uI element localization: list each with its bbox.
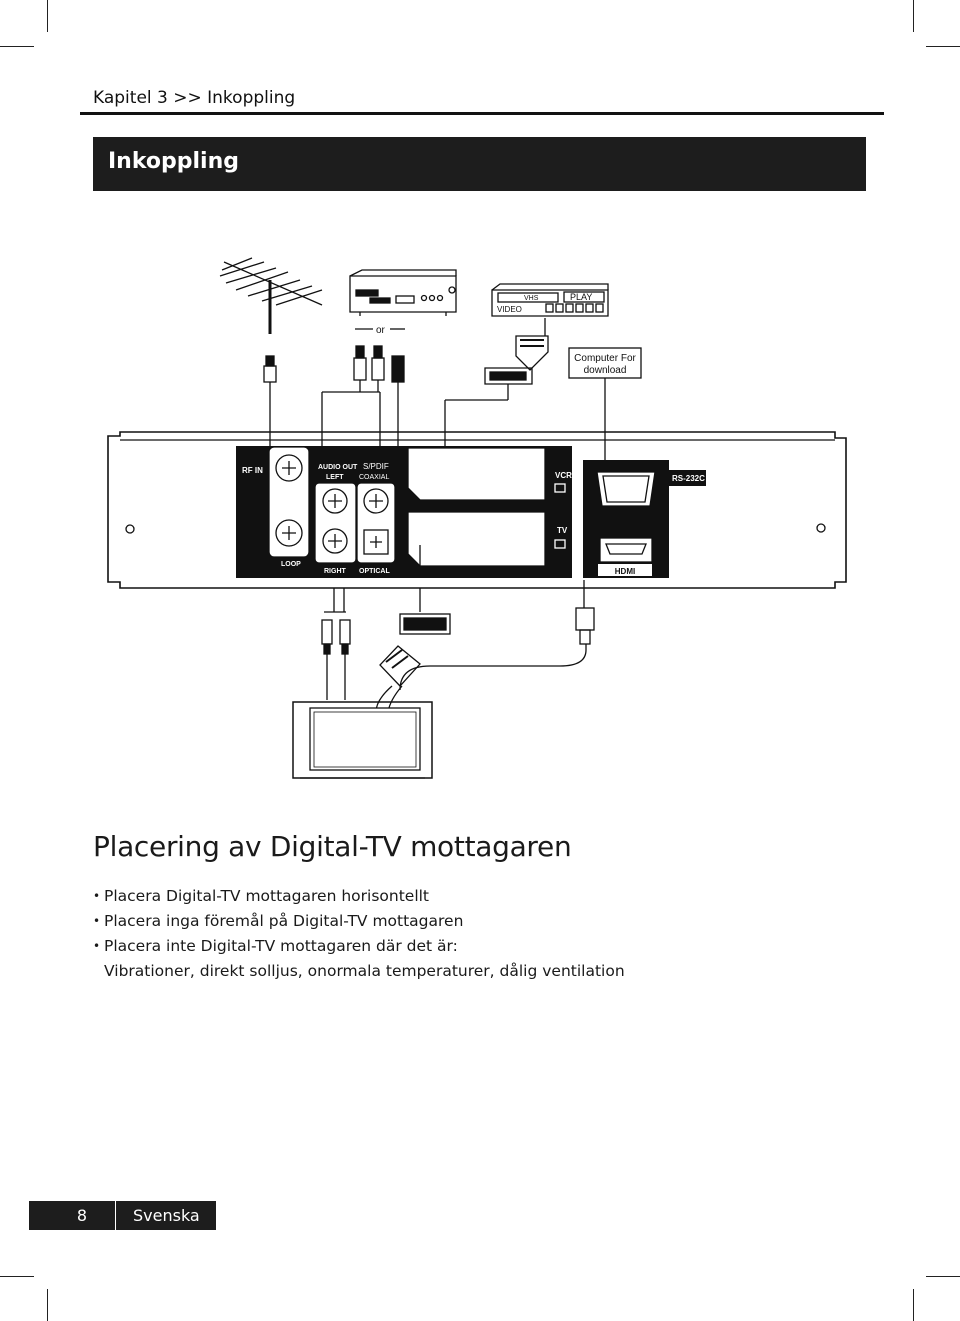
rca-tv-plug <box>321 588 351 700</box>
vcr-brand: VIDEO <box>497 305 522 314</box>
list-item: Placera inte Digital-TV mottagaren där d… <box>93 934 793 984</box>
port-label-vcr: VCR <box>555 471 572 480</box>
scart-tv-plug <box>375 588 451 713</box>
rca-audio-plug <box>353 345 405 392</box>
crop-mark <box>926 46 960 47</box>
computer-label-2: download <box>584 365 627 376</box>
connection-diagram: or Computer For download VHS PLAY VIDEO … <box>107 257 847 779</box>
port-label-loop: LOOP <box>281 561 301 568</box>
vcr-device <box>491 283 609 317</box>
vcr-display: PLAY <box>570 292 592 302</box>
port-label-coaxial: COAXIAL <box>359 474 389 481</box>
port-label-right: RIGHT <box>324 568 347 575</box>
page-number: 8 <box>29 1201 115 1230</box>
header-rule <box>80 112 884 115</box>
list-item: Placera Digital-TV mottagaren horisontel… <box>93 884 793 909</box>
list-item-continuation: Vibrationer, direkt solljus, onormala te… <box>104 962 625 980</box>
crop-mark <box>913 1289 914 1321</box>
amplifier-device <box>349 269 457 316</box>
receiver-back-panel <box>107 431 847 589</box>
list-item: Placera inga föremål på Digital-TV motta… <box>93 909 793 934</box>
section-title: Placering av Digital-TV mottagaren <box>93 830 572 863</box>
port-label-left: LEFT <box>326 474 344 481</box>
language-label: Svenska <box>116 1201 216 1230</box>
scart-plug <box>444 318 549 470</box>
port-label-hdmi: HDMI <box>615 567 635 576</box>
crop-mark <box>0 1276 34 1277</box>
computer-label-1: Computer For <box>574 353 636 364</box>
port-label-spdif: S/PDIF <box>363 462 389 471</box>
crop-mark <box>926 1276 960 1277</box>
vcr-tape-label: VHS <box>524 295 539 302</box>
port-label-audio-out: AUDIO OUT <box>318 464 358 471</box>
tv-device <box>292 701 433 779</box>
chapter-breadcrumb: Kapitel 3 >> Inkoppling <box>93 88 296 108</box>
crop-mark <box>47 1289 48 1321</box>
title-bar: Inkoppling <box>93 137 866 191</box>
port-label-optical: OPTICAL <box>359 568 390 575</box>
page-title: Inkoppling <box>108 149 239 174</box>
crop-mark <box>913 0 914 32</box>
port-label-rs232c: RS-232C <box>672 474 705 483</box>
crop-mark <box>0 46 34 47</box>
or-label: or <box>376 325 386 336</box>
hdmi-tv-plug <box>399 580 595 691</box>
crop-mark <box>47 0 48 32</box>
port-label-rf-in: RF IN <box>242 466 263 475</box>
port-label-tv: TV <box>557 526 568 535</box>
antenna-icon <box>219 257 323 456</box>
placement-list: Placera Digital-TV mottagaren horisontel… <box>93 884 793 984</box>
